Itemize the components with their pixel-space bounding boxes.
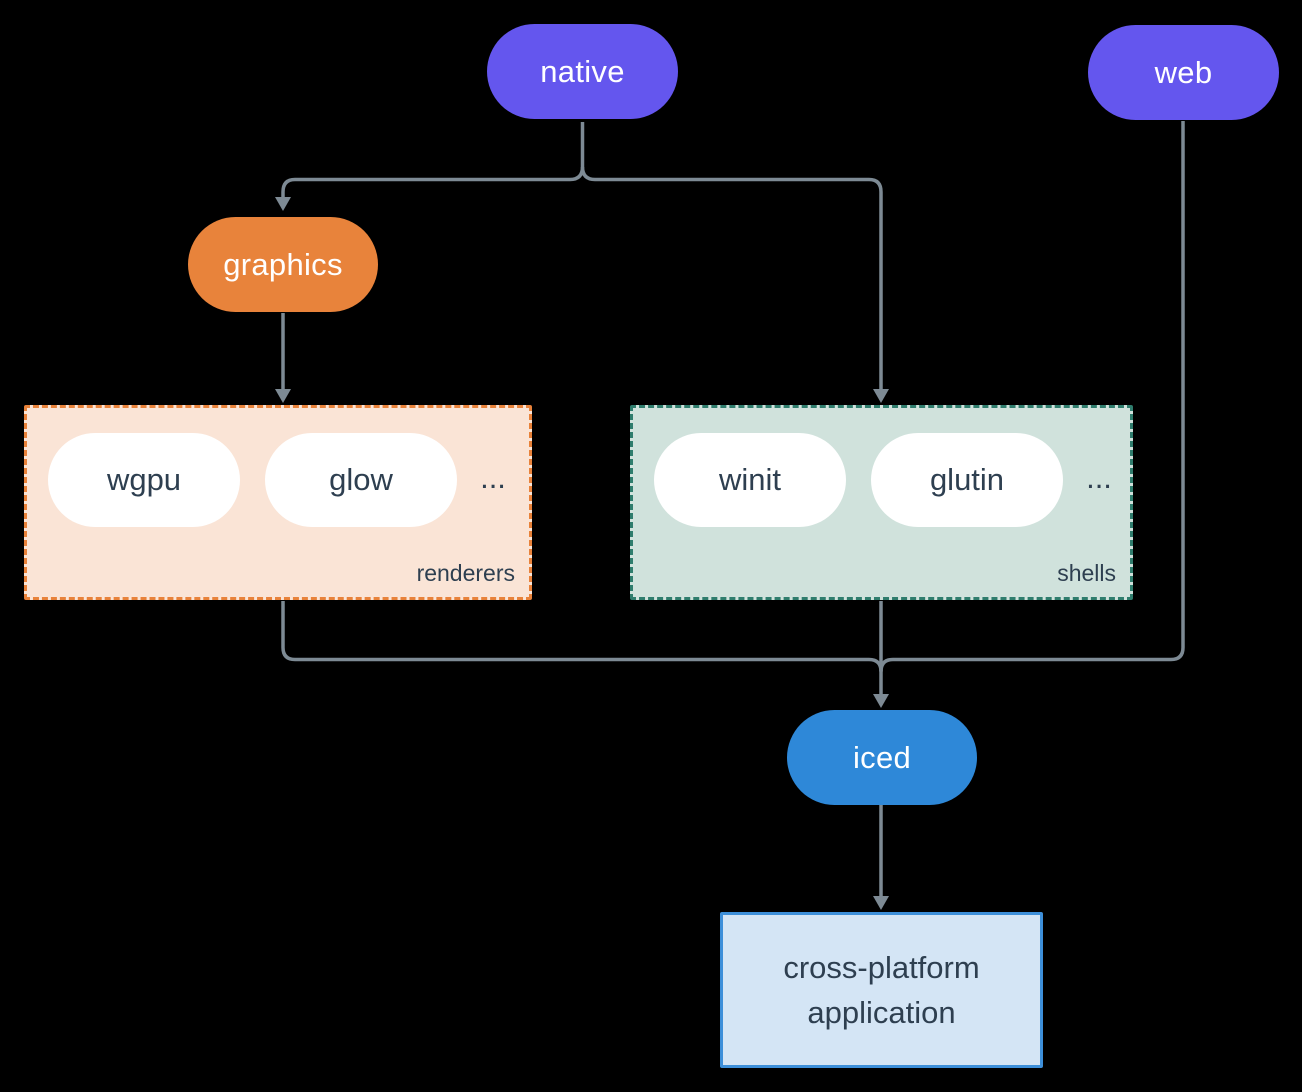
node-winit: winit: [654, 433, 846, 527]
arrowhead-into-application: [873, 896, 889, 910]
node-glutin: glutin: [871, 433, 1063, 527]
edge-native-graphics: [281, 166, 585, 197]
edge-native-shells: [580, 166, 883, 389]
node-iced: iced: [787, 710, 977, 805]
node-wgpu: wgpu: [48, 433, 240, 527]
renderers-ellipsis: ...: [480, 460, 506, 495]
arrowhead-into-renderers: [275, 389, 291, 403]
node-glow: glow: [265, 433, 457, 527]
group-shells: winit glutin ... shells: [630, 405, 1133, 600]
edge-renderers-merge: [281, 601, 883, 672]
shells-ellipsis: ...: [1086, 460, 1112, 495]
arrowhead-into-graphics: [275, 197, 291, 211]
shells-group-label: shells: [1057, 560, 1116, 586]
renderers-group-label: renderers: [416, 560, 515, 586]
application-label-line1: cross-platform: [783, 950, 980, 985]
group-renderers: wgpu glow ... renderers: [24, 405, 532, 600]
node-graphics: graphics: [188, 217, 378, 312]
node-web: web: [1088, 25, 1279, 120]
application-label-line2: application: [807, 995, 956, 1030]
arrowhead-into-shells: [873, 389, 889, 403]
node-cross-platform-application: cross-platform application: [720, 912, 1043, 1068]
arrowhead-into-iced: [873, 694, 889, 708]
node-native: native: [487, 24, 678, 119]
